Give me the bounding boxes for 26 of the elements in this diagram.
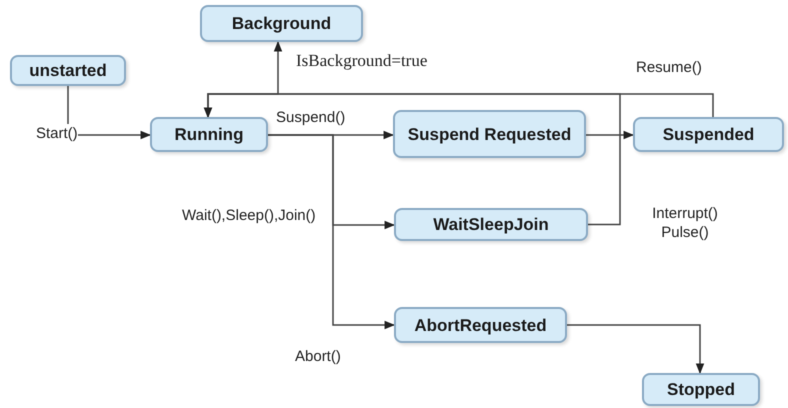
state-name: Suspended [662, 124, 756, 145]
state-name: Background [230, 13, 332, 34]
state-name: AbortRequested [413, 314, 548, 336]
state-box [394, 208, 588, 241]
state-name: unstarted [28, 60, 108, 81]
edge-label: Resume() [636, 58, 702, 77]
state-box [393, 110, 586, 158]
edge-label: Wait(),Sleep(),Join() [182, 206, 316, 225]
arrow [268, 134, 396, 330]
state-box [394, 307, 567, 343]
arrow [586, 130, 634, 140]
state-name: Suspend Requested [406, 124, 572, 144]
state-name: WaitSleepJoin [432, 214, 550, 235]
arrow [567, 324, 704, 374]
arrow [204, 93, 621, 226]
state-box [642, 373, 760, 406]
state-name: Running [174, 124, 244, 145]
state-box [150, 117, 268, 152]
state-name: Stopped [666, 379, 736, 400]
state-box [10, 55, 126, 86]
state-box [200, 5, 363, 42]
edge-label: Suspend() [276, 108, 346, 127]
edge-label: IsBackground=true [296, 51, 428, 70]
edge-label: Abort() [295, 347, 341, 366]
state-box [633, 117, 784, 152]
edge-label: Start() [36, 124, 78, 143]
